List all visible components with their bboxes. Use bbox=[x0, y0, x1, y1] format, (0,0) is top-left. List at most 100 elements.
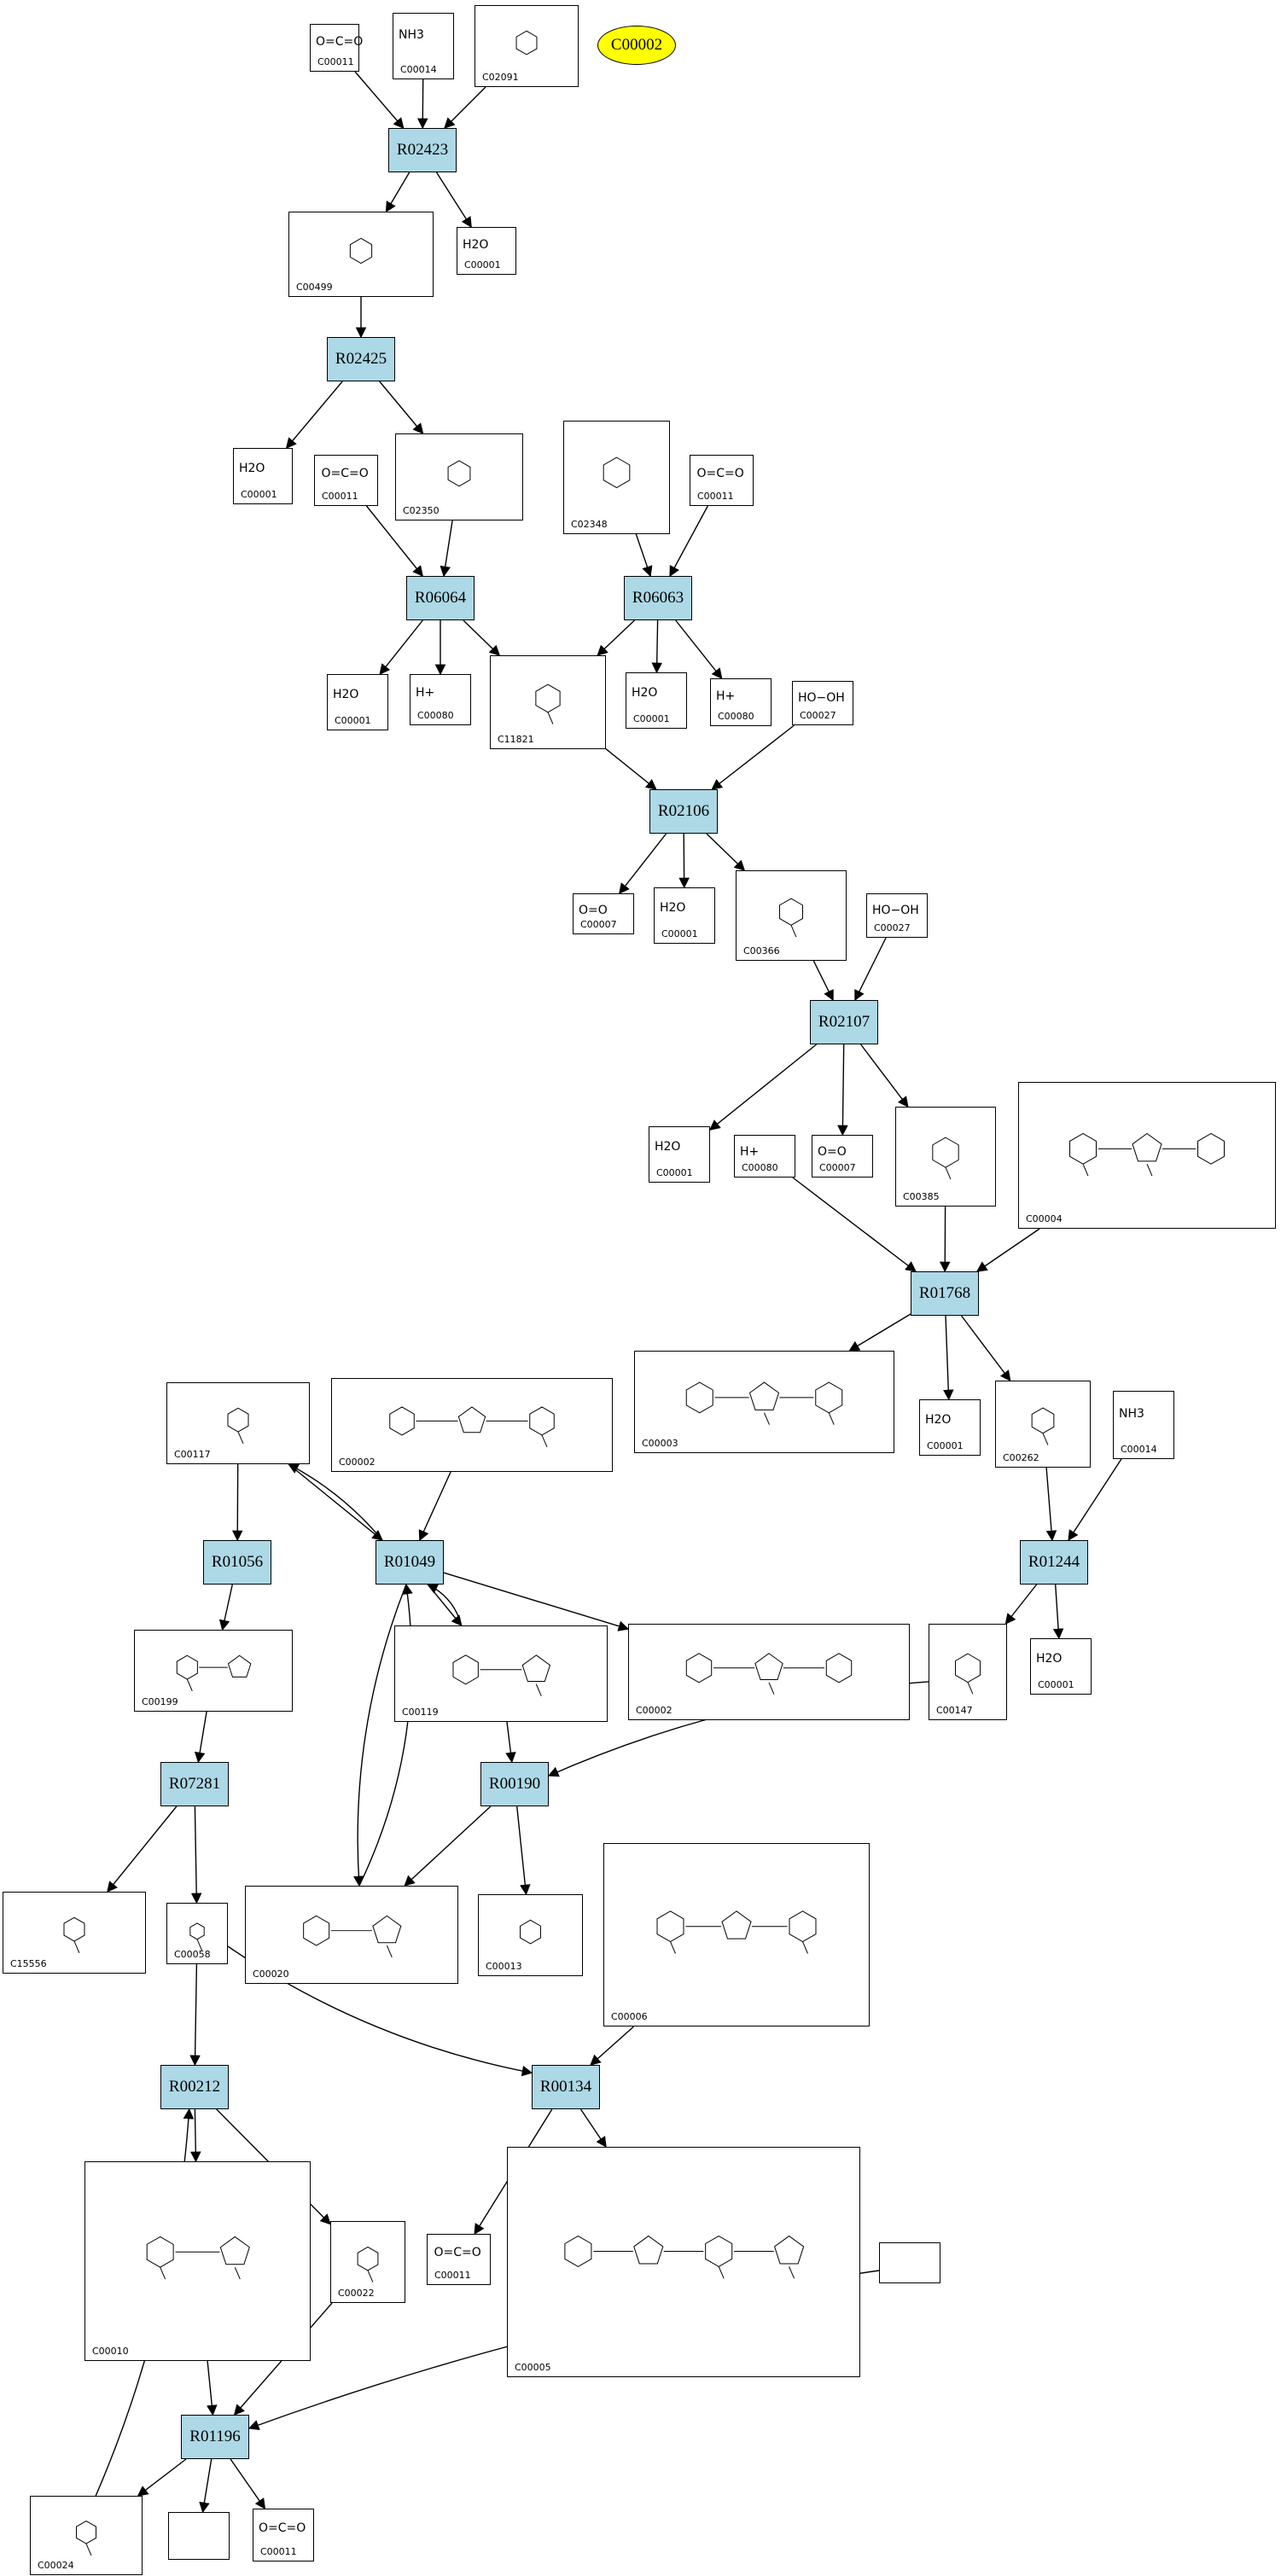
compound-id-label: C00013 bbox=[486, 1961, 522, 1972]
compound-c00024[interactable]: C00024 bbox=[30, 2496, 143, 2575]
structure-sketch bbox=[189, 1922, 205, 1951]
edge-c30-R01244 bbox=[1045, 1467, 1057, 1542]
compound-c00002[interactable]: C00002 bbox=[628, 1624, 910, 1720]
compound-c00262[interactable]: C00262 bbox=[995, 1381, 1091, 1468]
compound-id-label: C11821 bbox=[498, 734, 534, 745]
structure-sketch bbox=[176, 1654, 252, 1692]
structure-sketch bbox=[452, 1654, 551, 1696]
compound-c00499[interactable]: C00499 bbox=[288, 212, 434, 297]
reaction-r00212[interactable]: R00212 bbox=[160, 2065, 229, 2109]
reaction-r01244[interactable]: R01244 bbox=[1020, 1540, 1088, 1585]
compound-unlabeled[interactable] bbox=[879, 2242, 940, 2283]
compound-c00119[interactable]: C00119 bbox=[394, 1625, 608, 1722]
reaction-r02425[interactable]: R02425 bbox=[327, 337, 395, 381]
compound-c00013[interactable]: C00013 bbox=[478, 1894, 583, 1976]
reaction-r01196[interactable]: R01196 bbox=[181, 2415, 249, 2459]
reaction-r06063[interactable]: R06063 bbox=[624, 576, 692, 620]
edge-R02423-c4 bbox=[385, 172, 411, 213]
compound-c02091[interactable]: C02091 bbox=[475, 5, 579, 87]
compound-c00117[interactable]: C00117 bbox=[166, 1382, 310, 1464]
compound-c11821[interactable]: C11821 bbox=[490, 655, 606, 749]
edge-c26-R01049 bbox=[288, 1463, 383, 1541]
structure-sketch bbox=[603, 456, 631, 489]
compound-formula: H2O bbox=[632, 685, 658, 700]
structure-sketch bbox=[303, 1915, 402, 1958]
structure-sketch bbox=[447, 460, 471, 487]
compound-c00002[interactable]: C00002 bbox=[331, 1378, 613, 1472]
compound-id-label: C00011 bbox=[317, 56, 354, 67]
compound-c00020[interactable]: C00020 bbox=[245, 1886, 458, 1984]
structure-sketch bbox=[349, 237, 373, 265]
compound-c00080[interactable]: H+C00080 bbox=[710, 678, 772, 726]
edge-c3-R02423 bbox=[444, 86, 486, 129]
reaction-r01049[interactable]: R01049 bbox=[376, 1540, 444, 1585]
compound-id-label: C00027 bbox=[874, 922, 911, 933]
compound-id-label: C00004 bbox=[1026, 1213, 1063, 1224]
structure-sketch bbox=[146, 2236, 250, 2280]
edge-R06064-c11 bbox=[379, 619, 423, 675]
compound-c00004[interactable]: C00004 bbox=[1018, 1082, 1276, 1229]
compound-id-label: C00011 bbox=[322, 491, 358, 502]
compound-c02350[interactable]: C02350 bbox=[395, 433, 523, 520]
highlight-oval[interactable]: C00002 bbox=[597, 26, 676, 65]
reaction-r01768[interactable]: R01768 bbox=[911, 1271, 979, 1316]
compound-c00080[interactable]: H+C00080 bbox=[734, 1135, 795, 1178]
reaction-r06064[interactable]: R06064 bbox=[406, 576, 475, 620]
compound-formula: O=O bbox=[818, 1145, 847, 1159]
compound-c00080[interactable]: H+C00080 bbox=[410, 674, 471, 725]
structure-sketch bbox=[932, 1137, 959, 1180]
edge-R01244-c35 bbox=[1004, 1584, 1038, 1625]
compound-formula: NH3 bbox=[1119, 1406, 1144, 1421]
reaction-r01056[interactable]: R01056 bbox=[203, 1540, 271, 1585]
compound-c02348[interactable]: C02348 bbox=[563, 421, 670, 534]
compound-c00058[interactable]: C00058 bbox=[166, 1903, 228, 1964]
edge-c27-R01049 bbox=[418, 1471, 451, 1542]
edge-c33-R01049 bbox=[427, 1584, 463, 1626]
compound-id-label: C00147 bbox=[936, 1705, 973, 1716]
reaction-r00134[interactable]: R00134 bbox=[532, 2065, 600, 2109]
edge-R06064-c13 bbox=[463, 619, 501, 656]
edge-c22-R01768 bbox=[792, 1177, 917, 1272]
compound-c00022[interactable]: C00022 bbox=[330, 2221, 405, 2303]
compound-c15556[interactable]: C15556 bbox=[3, 1892, 146, 1974]
compound-c00005[interactable]: C00005 bbox=[507, 2147, 860, 2377]
compound-c00147[interactable]: C00147 bbox=[929, 1624, 1007, 1720]
reaction-r02423[interactable]: R02423 bbox=[388, 128, 457, 172]
reaction-r07281[interactable]: R07281 bbox=[160, 1762, 229, 1806]
reaction-r02106[interactable]: R02106 bbox=[649, 789, 718, 834]
structure-sketch bbox=[1031, 1407, 1055, 1445]
compound-c00385[interactable]: C00385 bbox=[895, 1107, 996, 1207]
structure-sketch bbox=[1069, 1132, 1225, 1177]
edge-R06063-c14 bbox=[651, 619, 663, 674]
compound-c00366[interactable]: C00366 bbox=[736, 870, 847, 961]
compound-unlabeled[interactable] bbox=[168, 2512, 230, 2560]
compound-c00006[interactable]: C00006 bbox=[603, 1843, 870, 2026]
compound-c00199[interactable]: C00199 bbox=[134, 1630, 293, 1712]
compound-c00003[interactable]: C00003 bbox=[634, 1351, 894, 1453]
reaction-r02107[interactable]: R02107 bbox=[810, 1000, 878, 1044]
compound-id-label: C00014 bbox=[400, 64, 437, 75]
compound-id-label: C00011 bbox=[434, 2270, 471, 2281]
structure-sketch bbox=[520, 1919, 541, 1945]
reaction-r00190[interactable]: R00190 bbox=[480, 1762, 549, 1806]
compound-c00010[interactable]: C00010 bbox=[84, 2161, 311, 2361]
